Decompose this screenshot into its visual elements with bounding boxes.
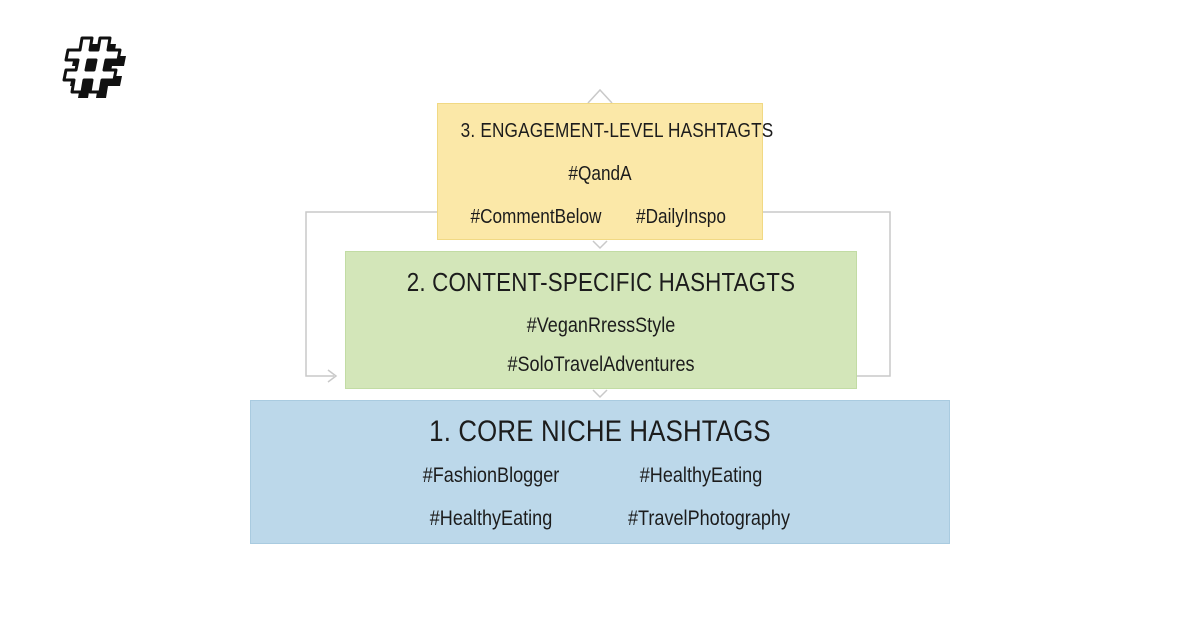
hashtag-item: #QandA (568, 163, 632, 185)
hashtag-item: #VeganRressStyle (526, 314, 676, 337)
tier-engagement-box: 3. ENGAGEMENT-LEVEL HASHTAGTS #QandA #Co… (437, 103, 774, 240)
hashtag-item: #SoloTravelAdventures (507, 353, 695, 376)
hashtag-item: #CommentBelow (470, 206, 602, 228)
chevron-3-2-connector (592, 240, 608, 250)
right-loop-connector (763, 211, 891, 377)
hashtag-item: #HealthyEating (429, 507, 553, 530)
hashtag-item: #DailyInspo (636, 206, 726, 228)
hashtag-item: #FashionBlogger (422, 464, 560, 487)
left-loop-connector (305, 211, 437, 377)
hashtag-item: #TravelPhotography (628, 507, 790, 530)
tier-content-title: 2. CONTENT-SPECIFIC HASHTAGTS (406, 267, 796, 297)
hashtag-item: #HealthyEating (639, 464, 763, 487)
chevron-2-1-connector (592, 389, 608, 399)
tier-content-box: 2. CONTENT-SPECIFIC HASHTAGTS #VeganRres… (345, 251, 857, 389)
tier-engagement-title: 3. ENGAGEMENT-LEVEL HASHTAGTS (460, 120, 774, 142)
tier-core-box: 1. CORE NICHE HASHTAGS #FashionBlogger #… (250, 400, 950, 544)
left-loop-arrowhead (327, 369, 338, 383)
hashtag-logo-icon (62, 36, 126, 98)
tier-core-title: 1. CORE NICHE HASHTAGS (429, 415, 771, 448)
up-arrow-connector (587, 88, 613, 104)
